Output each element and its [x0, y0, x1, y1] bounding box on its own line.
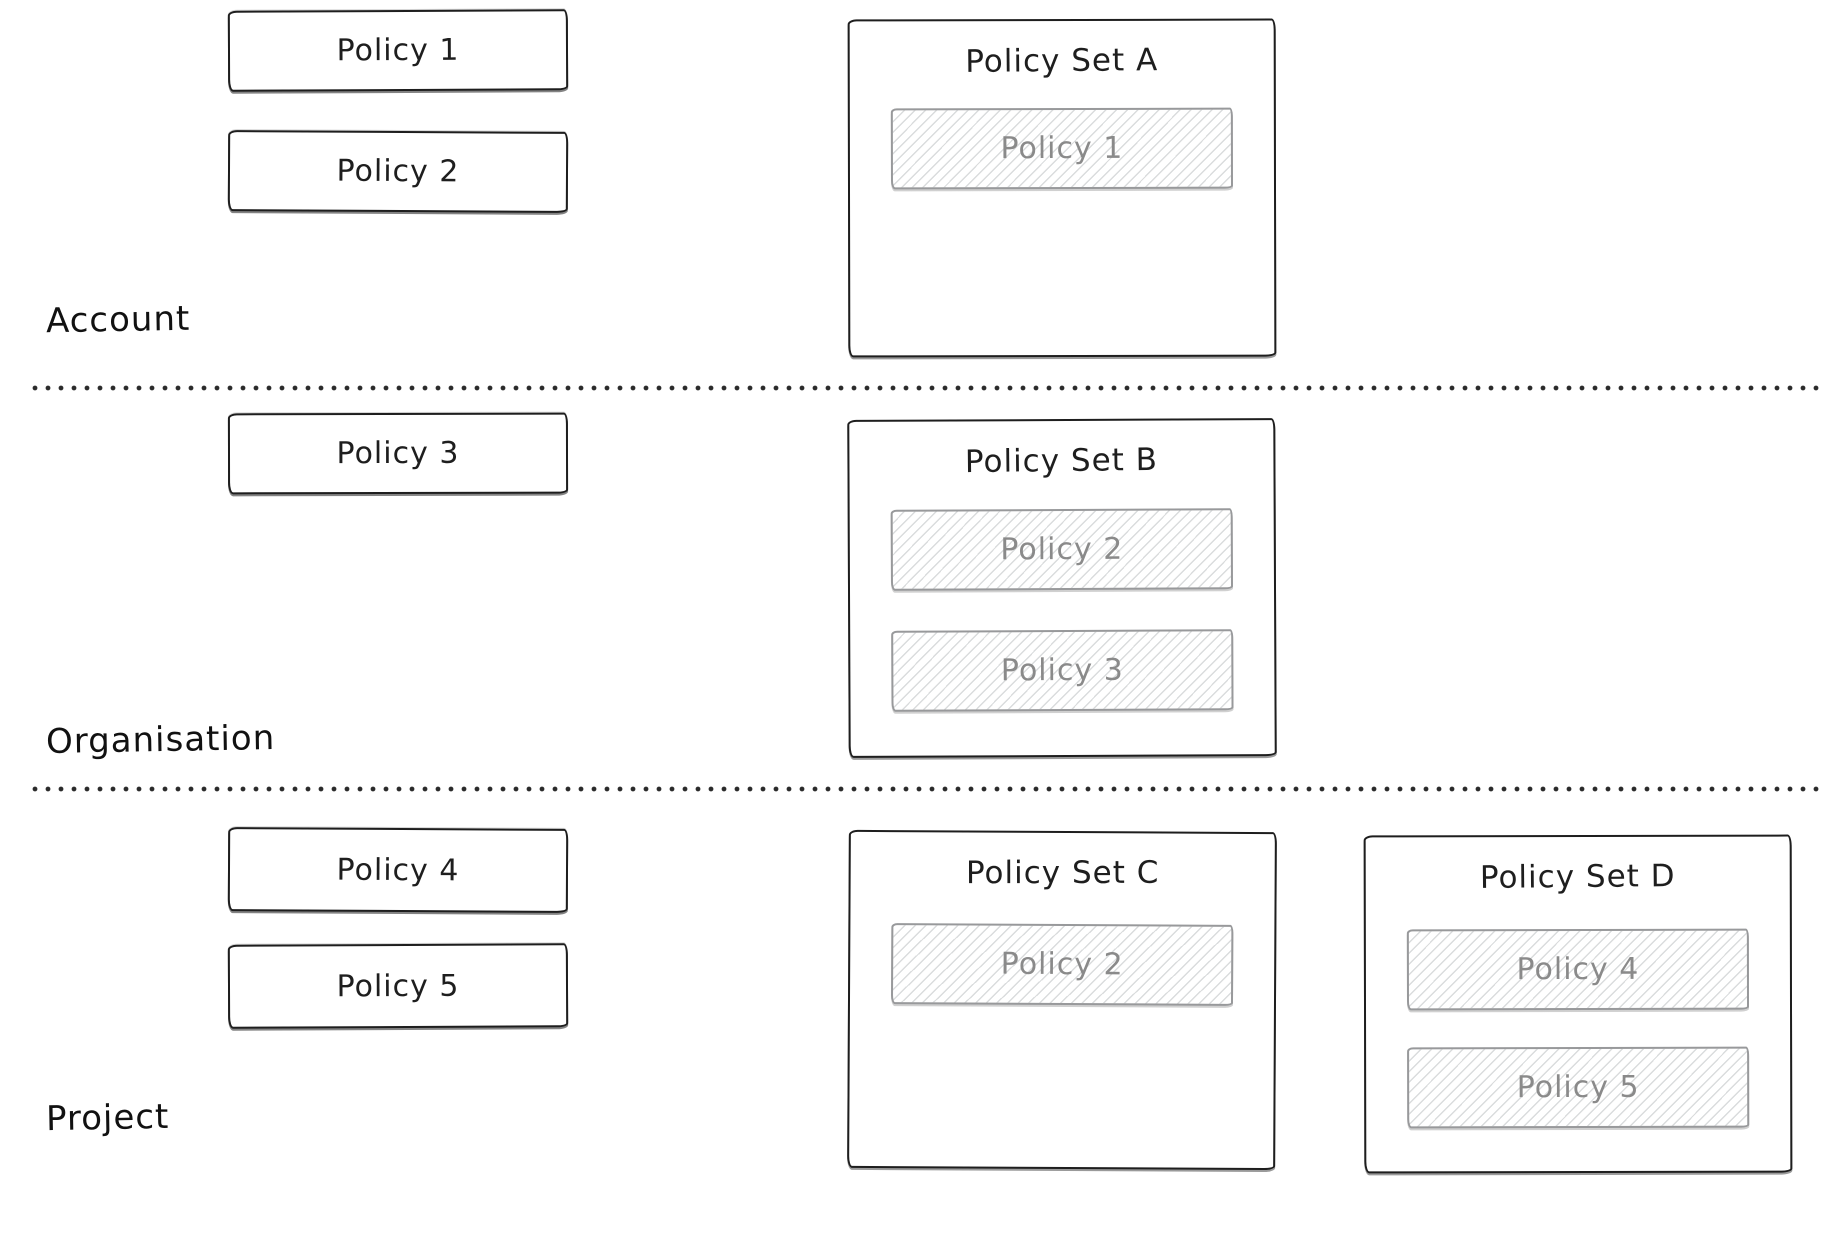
policy-set-a-title: Policy Set A [965, 42, 1159, 80]
attached-policy-label: Policy 1 [1000, 130, 1124, 167]
policy-set-b-attached-policy-3: Policy 3 [891, 629, 1234, 712]
policy-1-label: Policy 1 [336, 32, 460, 69]
policy-4-box: Policy 4 [227, 827, 569, 913]
policy-1-box: Policy 1 [227, 9, 569, 92]
attached-policy-label: Policy 5 [1516, 1069, 1640, 1106]
divider-account-organisation [32, 385, 1826, 391]
policy-set-c-title: Policy Set C [965, 854, 1160, 892]
policy-set-c-attached-policy-2: Policy 2 [890, 923, 1234, 1006]
attached-policy-label: Policy 2 [1000, 531, 1124, 568]
policy-set-b-box: Policy Set B Policy 2 Policy 3 [847, 418, 1277, 758]
scope-label-project: Project [45, 1096, 170, 1140]
scope-label-organisation: Organisation [45, 718, 276, 762]
policy-2-box: Policy 2 [227, 130, 569, 213]
policy-3-box: Policy 3 [227, 412, 569, 495]
policy-set-b-attached-policy-2: Policy 2 [890, 508, 1234, 591]
policy-set-b-title: Policy Set B [964, 441, 1159, 481]
scope-label-account: Account [45, 298, 191, 342]
policy-4-label: Policy 4 [336, 852, 460, 888]
divider-organisation-project [32, 786, 1826, 792]
policy-set-d-attached-policy-5: Policy 5 [1407, 1046, 1750, 1129]
policy-set-d-box: Policy Set D Policy 4 Policy 5 [1363, 834, 1793, 1174]
attached-policy-label: Policy 3 [1000, 652, 1124, 689]
policy-set-d-attached-policy-4: Policy 4 [1406, 928, 1750, 1011]
policy-set-d-title: Policy Set D [1479, 858, 1676, 896]
policy-5-box: Policy 5 [227, 943, 569, 1029]
policy-set-a-attached-policy-1: Policy 1 [890, 107, 1234, 190]
policy-2-label: Policy 2 [336, 153, 460, 190]
attached-policy-label: Policy 4 [1516, 951, 1640, 988]
policy-set-a-box: Policy Set A Policy 1 [847, 18, 1277, 358]
attached-policy-label: Policy 2 [1000, 946, 1124, 983]
policy-3-label: Policy 3 [336, 435, 460, 472]
policy-5-label: Policy 5 [336, 968, 460, 1004]
policy-set-c-box: Policy Set C Policy 2 [847, 829, 1277, 1171]
